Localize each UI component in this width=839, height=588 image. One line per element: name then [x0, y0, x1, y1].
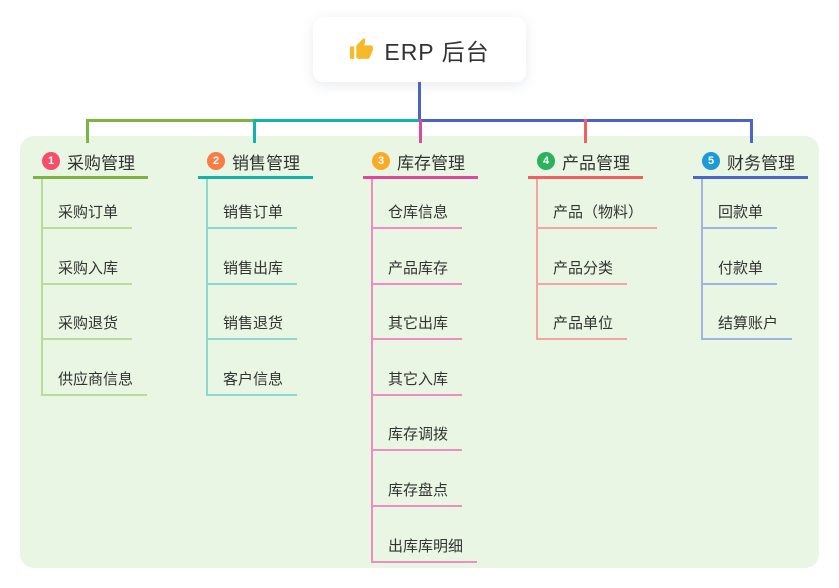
- connector-drop-line: [584, 119, 587, 143]
- child-node-产品单位[interactable]: 产品单位: [536, 314, 628, 341]
- root-label: ERP 后台: [384, 38, 490, 65]
- branch-node-产品管理[interactable]: 4 产品管理: [537, 149, 630, 173]
- trunk-line: [418, 82, 421, 119]
- branch-number-badge: 2: [207, 152, 225, 170]
- branch-child-connector-line: [371, 179, 373, 563]
- branch-underline: [528, 176, 643, 179]
- child-node-仓库信息[interactable]: 仓库信息: [371, 203, 463, 229]
- connector-horizontal-segment: [86, 119, 253, 122]
- branch-underline: [363, 176, 478, 179]
- branch-node-财务管理[interactable]: 5 财务管理: [702, 149, 795, 173]
- connector-drop-line: [86, 119, 89, 143]
- child-node-客户信息[interactable]: 客户信息: [206, 370, 298, 396]
- branch-number-badge: 1: [42, 152, 60, 170]
- branch-label: 采购管理: [67, 153, 135, 173]
- child-node-产品库存[interactable]: 产品库存: [371, 259, 463, 285]
- child-node-销售退货[interactable]: 销售退货: [206, 314, 298, 341]
- branch-underline: [198, 176, 313, 179]
- branch-label: 库存管理: [397, 153, 465, 173]
- child-node-付款单[interactable]: 付款单: [701, 259, 778, 285]
- branch-node-采购管理[interactable]: 1 采购管理: [42, 149, 135, 173]
- child-node-采购订单[interactable]: 采购订单: [41, 203, 133, 229]
- thumbs-up-icon: [349, 37, 374, 62]
- child-node-产品（物料）[interactable]: 产品（物料）: [536, 203, 658, 229]
- branch-node-库存管理[interactable]: 3 库存管理: [372, 149, 465, 173]
- child-node-销售出库[interactable]: 销售出库: [206, 259, 298, 285]
- connector-horizontal-segment: [253, 119, 419, 122]
- child-node-采购退货[interactable]: 采购退货: [41, 314, 133, 341]
- child-node-其它入库[interactable]: 其它入库: [371, 370, 463, 396]
- connector-drop-line: [253, 119, 256, 143]
- branch-label: 产品管理: [562, 153, 630, 173]
- branch-number-badge: 5: [702, 152, 720, 170]
- branch-underline: [693, 176, 808, 179]
- branch-number-badge: 3: [372, 152, 390, 170]
- connector-drop-line: [419, 119, 422, 143]
- child-node-回款单[interactable]: 回款单: [701, 203, 778, 229]
- connector-drop-line: [750, 119, 753, 143]
- root-node[interactable]: ERP 后台: [313, 17, 526, 82]
- child-node-其它出库[interactable]: 其它出库: [371, 314, 463, 341]
- child-node-结算账户[interactable]: 结算账户: [701, 314, 793, 341]
- child-node-库存调拨[interactable]: 库存调拨: [371, 425, 463, 452]
- branch-underline: [33, 176, 148, 179]
- branch-node-销售管理[interactable]: 2 销售管理: [207, 149, 300, 173]
- child-node-采购入库[interactable]: 采购入库: [41, 259, 133, 285]
- branch-child-connector-line: [701, 179, 703, 341]
- background-panel: [20, 136, 819, 568]
- branch-label: 财务管理: [727, 153, 795, 173]
- child-node-库存盘点[interactable]: 库存盘点: [371, 481, 463, 507]
- child-node-产品分类[interactable]: 产品分类: [536, 259, 628, 285]
- child-node-出库库明细[interactable]: 出库库明细: [371, 537, 478, 563]
- branch-number-badge: 4: [537, 152, 555, 170]
- branch-child-connector-line: [41, 179, 43, 396]
- branch-child-connector-line: [536, 179, 538, 341]
- child-node-销售订单[interactable]: 销售订单: [206, 203, 298, 229]
- branch-label: 销售管理: [232, 153, 300, 173]
- branch-child-connector-line: [206, 179, 208, 396]
- child-node-供应商信息[interactable]: 供应商信息: [41, 370, 148, 396]
